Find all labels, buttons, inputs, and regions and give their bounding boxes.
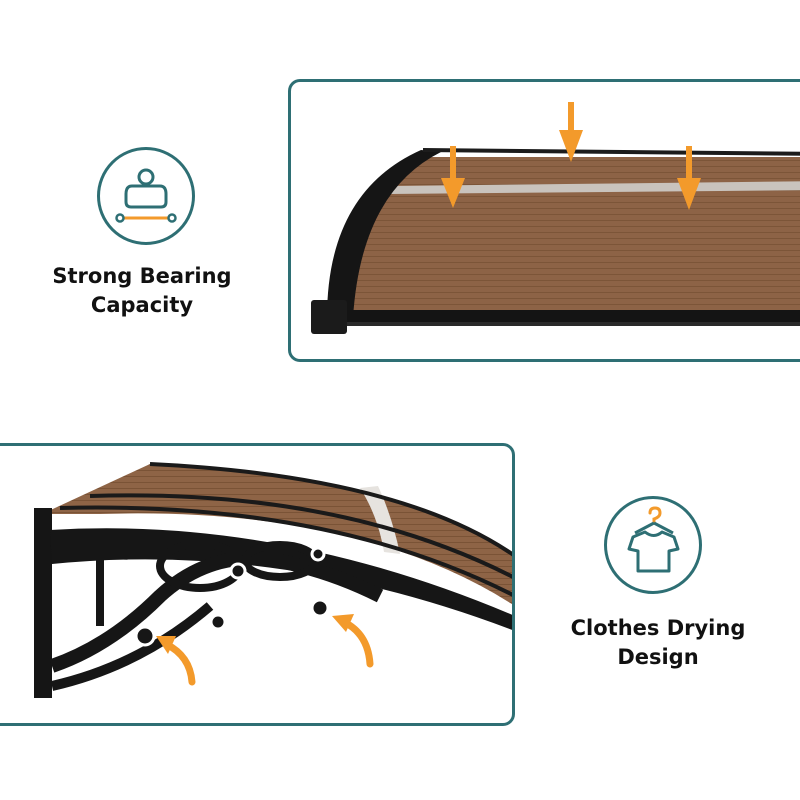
feature-label-bearing: Strong Bearing Capacity (22, 262, 262, 320)
canopy-top-photo-panel (288, 79, 800, 362)
polycarbonate-panel (331, 157, 800, 322)
feature-label-line: Strong Bearing (52, 264, 232, 288)
polycarbonate-panel (42, 464, 512, 605)
hanging-point-arrow-icon (156, 636, 196, 686)
weight-icon (97, 147, 195, 245)
feature-label-line: Design (617, 645, 699, 669)
frame-bottom-bar (313, 310, 800, 324)
hanger-shirt-icon (604, 496, 702, 594)
hanging-point-arrow-icon (332, 614, 374, 668)
load-arrow-icon (441, 146, 465, 208)
frame-end-cap (327, 150, 441, 318)
load-arrow-icon (677, 146, 701, 210)
load-arrow-icon (559, 102, 583, 162)
feature-label-line: Clothes Drying (570, 616, 746, 640)
feature-label-line: Capacity (90, 293, 194, 317)
canopy-bracket-photo-panel (0, 443, 515, 726)
feature-label-drying: Clothes Drying Design (538, 614, 778, 672)
wall-mount-bar (34, 508, 52, 698)
